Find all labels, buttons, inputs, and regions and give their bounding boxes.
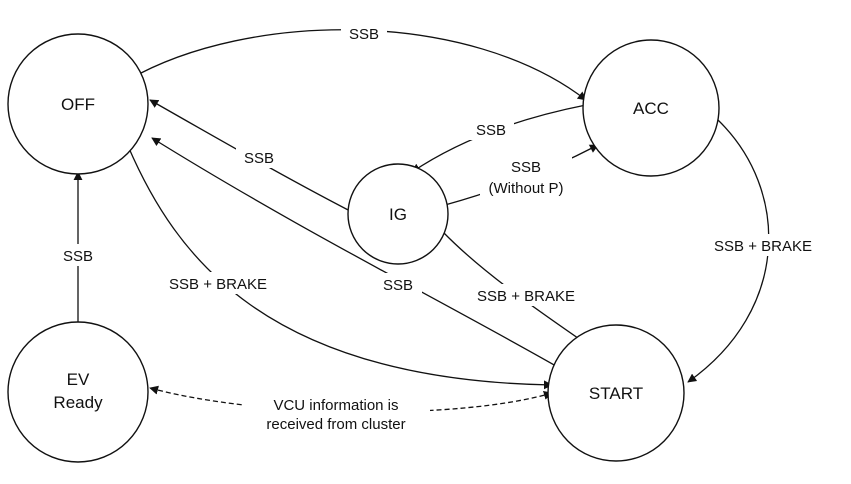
state-start: START: [547, 324, 685, 462]
label-off-to-acc: SSB: [349, 26, 379, 43]
label-ig-to-start: SSB + BRAKE: [477, 288, 575, 305]
label-acc-to-ig: SSB: [476, 122, 506, 139]
label-acc-to-start: SSB + BRAKE: [714, 238, 812, 255]
state-acc-label: ACC: [633, 99, 669, 118]
label-ig-to-acc-line1: SSB: [511, 159, 541, 176]
edge-start-to-off: [151, 137, 557, 367]
label-ev-to-off: SSB: [63, 248, 93, 265]
label-start-ev-line1: VCU information is: [273, 397, 398, 414]
state-off-label: OFF: [61, 95, 95, 114]
edge-off-to-start: [127, 145, 553, 390]
state-acc: ACC: [582, 39, 720, 177]
state-start-label: START: [589, 384, 643, 403]
label-start-to-off: SSB: [383, 277, 413, 294]
state-ig: IG: [347, 163, 449, 265]
state-off: OFF: [7, 33, 149, 175]
state-ig-label: IG: [389, 205, 407, 224]
state-ev-label-line2: Ready: [53, 393, 103, 412]
label-start-ev-line2: received from cluster: [266, 416, 405, 433]
label-ig-to-acc-line2: (Without P): [488, 180, 563, 197]
label-ig-to-off: SSB: [244, 150, 274, 167]
label-off-to-start: SSB + BRAKE: [169, 276, 267, 293]
state-ev-label-line1: EV: [67, 370, 90, 389]
state-ev-ready: EV Ready: [7, 321, 149, 463]
